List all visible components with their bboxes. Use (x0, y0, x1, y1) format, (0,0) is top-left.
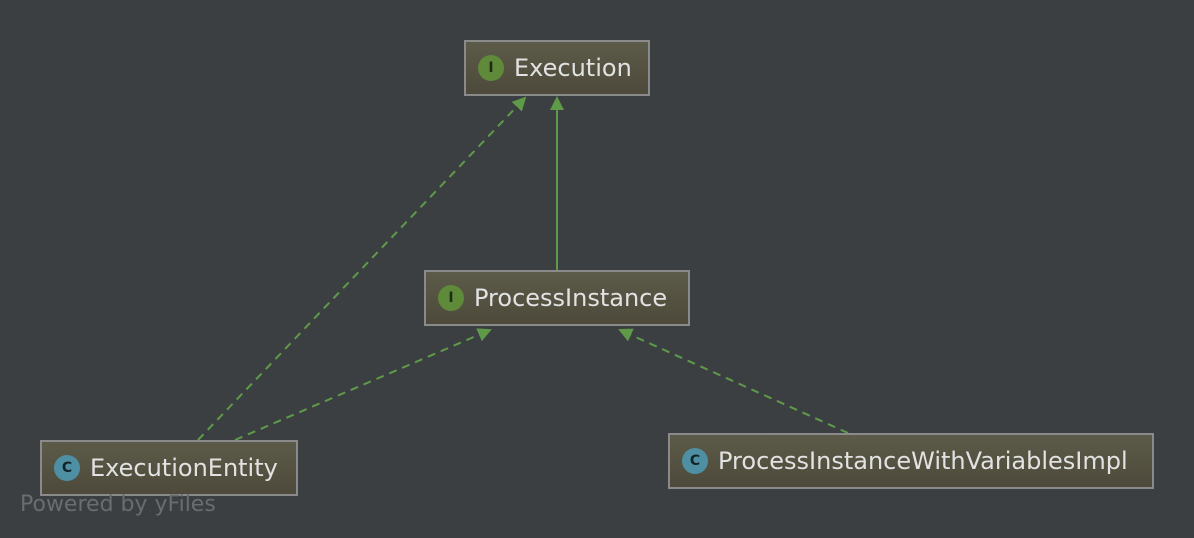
edge-executionentity-implements-execution (197, 96, 527, 441)
node-label: ProcessInstanceWithVariablesImpl (718, 447, 1128, 475)
class-icon: C (54, 455, 80, 481)
edge-executionentity-implements-processinstance (234, 328, 492, 441)
node-process-instance[interactable]: I ProcessInstance (424, 270, 690, 326)
node-label: ProcessInstance (474, 284, 668, 312)
node-execution-entity[interactable]: C ExecutionEntity (40, 440, 298, 496)
node-execution[interactable]: I Execution (464, 40, 650, 96)
node-label: ExecutionEntity (90, 454, 278, 482)
watermark: Powered by yFiles (20, 492, 216, 517)
interface-icon: I (478, 55, 504, 81)
interface-icon: I (438, 285, 464, 311)
node-process-instance-with-variables-impl[interactable]: C ProcessInstanceWithVariablesImpl (668, 433, 1154, 489)
node-label: Execution (514, 54, 632, 82)
edge-processinstancewithvariablesimpl-implements-processinstance (618, 328, 849, 434)
class-icon: C (682, 448, 708, 474)
